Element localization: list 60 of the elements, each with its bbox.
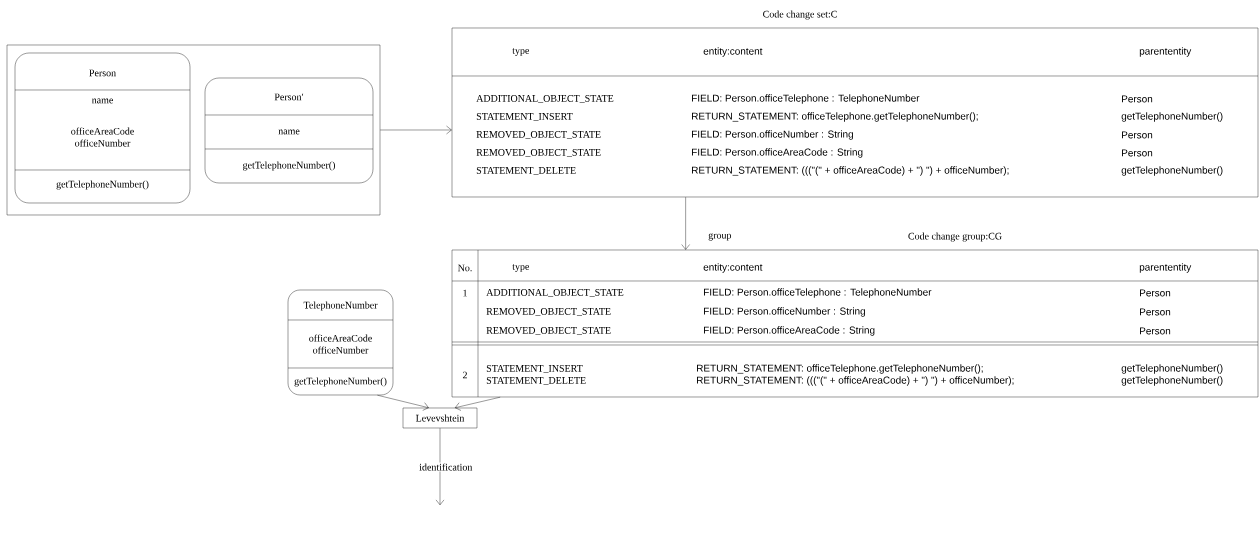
arrow <box>681 197 690 250</box>
label-text: name <box>91 98 113 104</box>
arrow <box>455 397 501 411</box>
label-text: type <box>512 48 529 56</box>
label-text: name <box>278 129 300 135</box>
label-text: getTelephoneNumber() <box>1121 112 1223 122</box>
label-text: ADDITIONAL_OBJECT_STATE <box>476 95 614 103</box>
label-text: Person′ <box>274 93 304 101</box>
label-text: RETURN_STATEMENT: officeTelephone.getTelephoneNumber(); <box>697 364 983 374</box>
label-text: REMOVED_OBJECT_STATE <box>476 149 601 157</box>
label-text: getTelephoneNumber() <box>1121 364 1223 374</box>
label-text: Person <box>1122 95 1153 103</box>
label-text: ADDITIONAL_OBJECT_STATE <box>486 289 624 297</box>
label-text: FIELD: Person.officeNumber : String <box>692 130 853 140</box>
label-text: STATEMENT_INSERT <box>486 365 583 373</box>
label-text: Person <box>89 69 116 77</box>
edge-label: group <box>707 232 733 242</box>
label-text: entity:content <box>703 47 763 57</box>
label-text: STATEMENT_DELETE <box>476 167 576 175</box>
label-text: getTelephoneNumber() <box>1121 166 1223 176</box>
label-text: Person <box>1140 289 1171 297</box>
label-text: officeAreaCode officeNumber <box>309 334 372 354</box>
label-text: Person <box>1122 131 1153 139</box>
label-text: Person <box>1140 327 1171 335</box>
label-text: getTelephoneNumber() <box>1121 376 1223 386</box>
arrow <box>435 428 445 506</box>
label-text: STATEMENT_INSERT <box>476 113 573 121</box>
label-text: FIELD: Person.officeAreaCode : String <box>704 326 875 336</box>
label-text: RETURN_STATEMENT: ((("(" + officeAreaCode) + ") ") + officeNumber); <box>697 376 1014 386</box>
label-text: Person <box>1122 149 1153 157</box>
frame-box <box>6 44 381 216</box>
label-text: REMOVED_OBJECT_STATE <box>476 131 601 139</box>
label-text: FIELD: Person.officeNumber : String <box>704 307 865 317</box>
edge-label: identification <box>418 462 474 472</box>
arrow <box>377 395 429 411</box>
label-text: Code change group:CG <box>908 232 1002 242</box>
arrow <box>380 125 452 135</box>
label-text: REMOVED_OBJECT_STATE <box>486 308 611 316</box>
label-text: FIELD: Person.officeAreaCode : String <box>692 148 863 158</box>
label-text: No. <box>457 264 472 272</box>
label-text: parententity <box>1139 47 1192 57</box>
label-text: 2 <box>462 371 467 379</box>
label-text: STATEMENT_DELETE <box>486 377 586 385</box>
label-text: Person <box>1140 308 1171 316</box>
label-text: parententity <box>1139 263 1192 273</box>
label-text: REMOVED_OBJECT_STATE <box>486 327 611 335</box>
label-text: Code change set:C <box>763 10 837 20</box>
label-text: RETURN_STATEMENT: officeTelephone.getTelephoneNumber(); <box>692 112 978 122</box>
label-text: type <box>512 264 529 272</box>
label-text: FIELD: Person.officeTelephone : TelephoneNumber <box>704 288 932 298</box>
label-text: TelephoneNumber <box>303 301 378 311</box>
label-text: Levevshtein <box>415 414 465 422</box>
label-text: entity:content <box>703 263 763 273</box>
label-text: RETURN_STATEMENT: ((("(" + officeAreaCode) + ") ") + officeNumber); <box>692 166 1009 176</box>
label-text: getTelephoneNumber() <box>56 180 149 190</box>
label-text: getTelephoneNumber() <box>294 377 387 387</box>
label-text: officeAreaCode officeNumber <box>71 127 134 147</box>
label-text: FIELD: Person.officeTelephone : TelephoneNumber <box>692 94 920 104</box>
label-text: 1 <box>463 289 467 297</box>
label-text: getTelephoneNumber() <box>243 161 335 171</box>
